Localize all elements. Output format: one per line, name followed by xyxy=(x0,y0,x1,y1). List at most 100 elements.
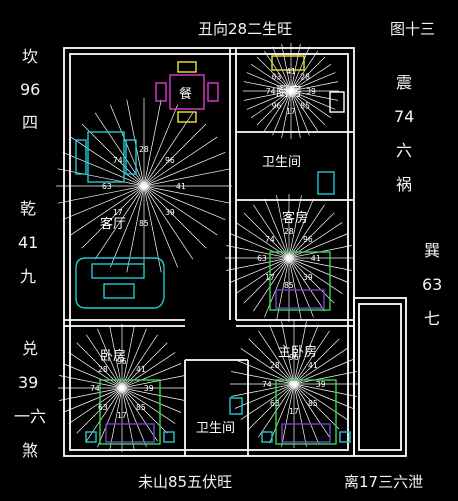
bagua-ray xyxy=(59,375,123,389)
hub-number: 39 xyxy=(303,273,313,282)
bagua-ray xyxy=(235,257,290,294)
bagua-ray xyxy=(290,43,301,92)
bagua-ray xyxy=(57,168,145,187)
bagua-ray xyxy=(143,185,179,268)
annex-wall xyxy=(353,297,407,457)
side-qian-3: 九 xyxy=(20,267,36,286)
hub-number: 85 xyxy=(136,403,146,412)
bagua-ray xyxy=(62,363,123,389)
bagua-ray xyxy=(288,212,335,259)
bagua-ray xyxy=(293,383,348,420)
hub-number: 85 xyxy=(139,219,149,228)
bagua-ray xyxy=(229,233,290,259)
bagua-ray xyxy=(293,338,340,385)
hub-number: 74 xyxy=(266,87,276,96)
side-dui-2: 39 xyxy=(18,373,38,392)
bagua-ray xyxy=(290,46,310,92)
hub-number: 28 xyxy=(270,361,280,370)
bagua-ray xyxy=(62,185,145,221)
bottom-left-label: 未山85五伏旺 xyxy=(138,473,232,491)
room-bedroom-left: 卧房 xyxy=(100,348,126,364)
hub-number: 63 xyxy=(272,73,282,82)
bagua-ray xyxy=(143,185,194,260)
bagua-ray xyxy=(246,72,292,92)
dining-table xyxy=(155,61,219,123)
walls xyxy=(63,47,407,457)
stove xyxy=(271,55,345,113)
annex-inner-wall xyxy=(358,303,402,451)
bagua-ray xyxy=(121,352,176,389)
bagua-ray xyxy=(86,334,123,389)
bagua-ray xyxy=(288,257,343,294)
bagua-ray xyxy=(269,383,295,444)
bagua-ray xyxy=(68,352,123,389)
room-bath-bottom: 卫生间 xyxy=(196,421,235,436)
bagua-ray xyxy=(290,90,332,118)
bagua-ray xyxy=(70,136,145,187)
bagua-ray xyxy=(70,185,145,236)
hub-number: 96 xyxy=(289,353,299,362)
bagua-ray xyxy=(288,198,314,259)
bagua-ray xyxy=(121,387,158,442)
bagua-ray xyxy=(293,383,319,444)
hub-number: 39 xyxy=(144,384,154,393)
hub-number: 96 xyxy=(272,101,282,110)
hub-number: 17 xyxy=(117,411,127,420)
bagua-ray xyxy=(264,50,292,92)
toilet-bottom xyxy=(229,397,243,415)
bagua-ray xyxy=(143,185,231,204)
hub-number: 17 xyxy=(289,407,299,416)
hub-number: 96 xyxy=(303,235,313,244)
hub-number: 28 xyxy=(98,365,108,374)
bagua-ray xyxy=(231,371,295,385)
bagua-ray xyxy=(243,81,292,92)
bagua-ray xyxy=(256,56,292,92)
hub-number: 85 xyxy=(284,281,294,290)
bagua-ray xyxy=(109,104,145,187)
top-direction-label: 丑向28二生旺 xyxy=(198,20,292,38)
bagua-ray xyxy=(143,104,179,187)
bagua-ray xyxy=(290,64,332,92)
bagua-ray xyxy=(94,185,145,260)
bagua-ray xyxy=(290,90,318,132)
bagua-ray xyxy=(226,257,290,271)
bagua-ray xyxy=(290,90,326,126)
bagua-ray xyxy=(143,99,162,187)
bagua-ray xyxy=(290,90,336,110)
hub-number: 28 xyxy=(284,227,294,236)
bagua-ray xyxy=(81,123,145,187)
bagua-ray xyxy=(97,328,123,389)
hub-number: 39 xyxy=(316,380,326,389)
sofa xyxy=(75,257,165,309)
bagua-ray xyxy=(248,383,295,430)
side-zhen-3: 六 xyxy=(396,141,412,160)
bagua-ray xyxy=(231,383,295,397)
side-xun-2: 63 xyxy=(422,275,442,294)
hub-number: 41 xyxy=(311,254,321,263)
hub-number: 96 xyxy=(165,156,175,165)
side-kan-2: 96 xyxy=(20,80,40,99)
bagua-ray xyxy=(290,90,301,139)
bagua-ray xyxy=(248,338,295,385)
bagua-ray xyxy=(293,383,340,430)
bagua-ray xyxy=(62,387,123,413)
bagua-ray xyxy=(121,328,147,389)
bagua-ray xyxy=(269,324,295,385)
side-kan-3: 四 xyxy=(22,113,38,132)
hub-number: 28 xyxy=(139,145,149,154)
hub-numbers: 4128398517967463289641398517637428964139… xyxy=(90,67,326,420)
bagua-ray xyxy=(143,151,226,187)
hub-number: 17 xyxy=(286,107,296,116)
bagua-ray xyxy=(253,257,290,312)
hub-number: 41 xyxy=(136,365,146,374)
hub-number: 74 xyxy=(113,156,123,165)
bagua-ray xyxy=(243,212,290,259)
bagua-ray xyxy=(143,136,218,187)
bagua-ray xyxy=(293,371,357,385)
side-zhen-2: 74 xyxy=(394,107,414,126)
bagua-ray xyxy=(121,387,182,413)
bagua-ray xyxy=(288,204,325,259)
room-bath-top: 卫生间 xyxy=(262,155,301,170)
bagua-ray xyxy=(57,185,145,204)
bagua-ray xyxy=(293,383,357,397)
